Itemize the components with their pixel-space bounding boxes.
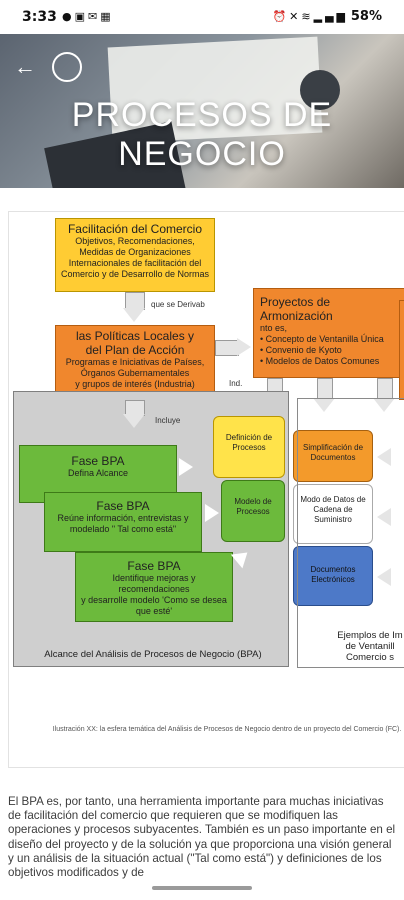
notification-icons: ●▣✉▦ [62, 10, 114, 23]
bpa-phase-line: Reúne información, entrevistas y [57, 513, 189, 523]
examples-frame [297, 398, 404, 668]
gallery-icon: ▣ [74, 10, 89, 23]
app-logo-icon [52, 52, 82, 82]
mute-icon: ✕ [289, 10, 302, 23]
local-policies-box: las Políticas Locales y del Plan de Acci… [55, 325, 215, 400]
local-policies-line: y grupos de interés (Industria) [75, 379, 195, 389]
alarm-icon: ⏰ [272, 10, 290, 23]
bpa-diagram: Facilitación del Comercio Objetivos, Rec… [8, 211, 404, 768]
document-simplification-piece: Simplificación de Documentos [293, 430, 373, 482]
hero-mug [300, 70, 340, 110]
home-gesture-bar[interactable] [152, 886, 252, 890]
includes-label: Incluye [155, 416, 181, 425]
process-definition-piece: Definición de Procesos [213, 416, 285, 478]
right-arrow-icon [205, 504, 219, 522]
article-paragraph: El BPA es, por tanto, una herramienta im… [8, 795, 396, 880]
harmonization-box-edge [399, 300, 404, 400]
supply-chain-data-model-piece: Modo de Datos de Cadena de Suministro [293, 484, 373, 544]
electronic-documents-piece: Documentos Electrónicos [293, 546, 373, 606]
harmonization-item: • Convenio de Kyoto [260, 345, 342, 355]
arrow-shaft [317, 378, 333, 400]
trade-facilitation-line: Internacionales de facilitación del [68, 258, 202, 268]
examples-line: Comercio s [345, 652, 395, 663]
arrow-shaft [377, 378, 393, 400]
hero-banner: ← PROCESOS DE NEGOCIO [0, 34, 404, 188]
bpa-phase-title: Fase BPA [96, 499, 150, 513]
derive-label: que se Derivab [151, 300, 205, 309]
arrow-shaft [215, 340, 239, 356]
local-policies-line: Programas e Iniciativas de Países, [65, 357, 205, 367]
ind-label: Ind. [229, 379, 243, 388]
bpa-phase-line: y desarrolle modelo 'Como se desea [81, 595, 227, 605]
back-arrow-icon[interactable]: ← [14, 54, 36, 79]
harmonization-item: • Concepto de Ventanilla Única [260, 334, 384, 344]
bpa-phase-2: Fase BPA Reúne información, entrevistas … [44, 492, 202, 552]
system-icons: ⏰✕≋▂▄▆ [272, 10, 348, 23]
bpa-phase-title: Fase BPA [127, 559, 181, 573]
local-policies-line: Órganos Gubernamentales [80, 368, 190, 378]
examples-line: de Ventanill [345, 641, 395, 652]
figure-caption: Ilustración XX: la esfera temática del A… [52, 726, 402, 733]
harmonization-item: • Modelos de Datos Comunes [260, 356, 380, 366]
bpa-phase-line: que esté' [135, 606, 173, 616]
harmonization-title: Proyectos de Armonización [260, 295, 333, 323]
bpa-phase-3: Fase BPA Identifique mejoras y recomenda… [75, 552, 233, 622]
bpa-phase-line: Identifique mejoras y recomendaciones [112, 573, 196, 594]
process-model-piece: Modelo de Procesos [221, 480, 285, 542]
bpa-phase-title: Fase BPA [71, 454, 125, 468]
trade-facilitation-line: Objetivos, Recomendaciones, [75, 236, 195, 246]
wifi-icon: ≋ [301, 10, 314, 23]
bpa-phase-line: modelado " Tal como está" [69, 524, 177, 534]
trade-facilitation-title: Facilitación del Comercio [67, 222, 203, 236]
down-arrow-icon [313, 398, 335, 412]
trade-facilitation-line: Medidas de Organizaciones [79, 247, 191, 257]
facebook-icon: ● [62, 10, 75, 23]
down-arrow-icon [123, 308, 145, 322]
email-icon: ✉ [88, 10, 101, 23]
signal-icon: ▂▄▆ [313, 10, 348, 23]
bpa-phase-line: Defina Alcance [67, 468, 129, 478]
down-arrow-icon [123, 414, 145, 428]
battery-level: 58% [350, 9, 382, 24]
examples-line: Ejemplos de Im [337, 630, 403, 641]
bpa-scope-label: Alcance del Análisis de Procesos de Nego… [44, 649, 262, 660]
harmonization-box: Proyectos de Armonización nto es, • Conc… [253, 288, 404, 378]
trade-facilitation-box: Facilitación del Comercio Objetivos, Rec… [55, 218, 215, 292]
status-time: 3:33 [22, 9, 57, 25]
right-arrow-icon [237, 338, 251, 356]
harmonization-intro: nto es, [260, 323, 288, 333]
picture-icon: ▦ [100, 10, 114, 23]
status-bar: 3:33 ●▣✉▦ ⏰✕≋▂▄▆ 58% [0, 0, 404, 34]
examples-label: Ejemplos de Im de Ventanill Comercio s [325, 630, 404, 663]
local-policies-title: las Políticas Locales y [75, 329, 195, 343]
page-title: PROCESOS DE NEGOCIO [71, 96, 333, 173]
trade-facilitation-line: Comercio y de Desarrollo de Normas [60, 269, 210, 279]
right-arrow-icon [179, 458, 193, 476]
down-arrow-icon [373, 398, 395, 412]
local-policies-title: del Plan de Acción [85, 343, 185, 357]
